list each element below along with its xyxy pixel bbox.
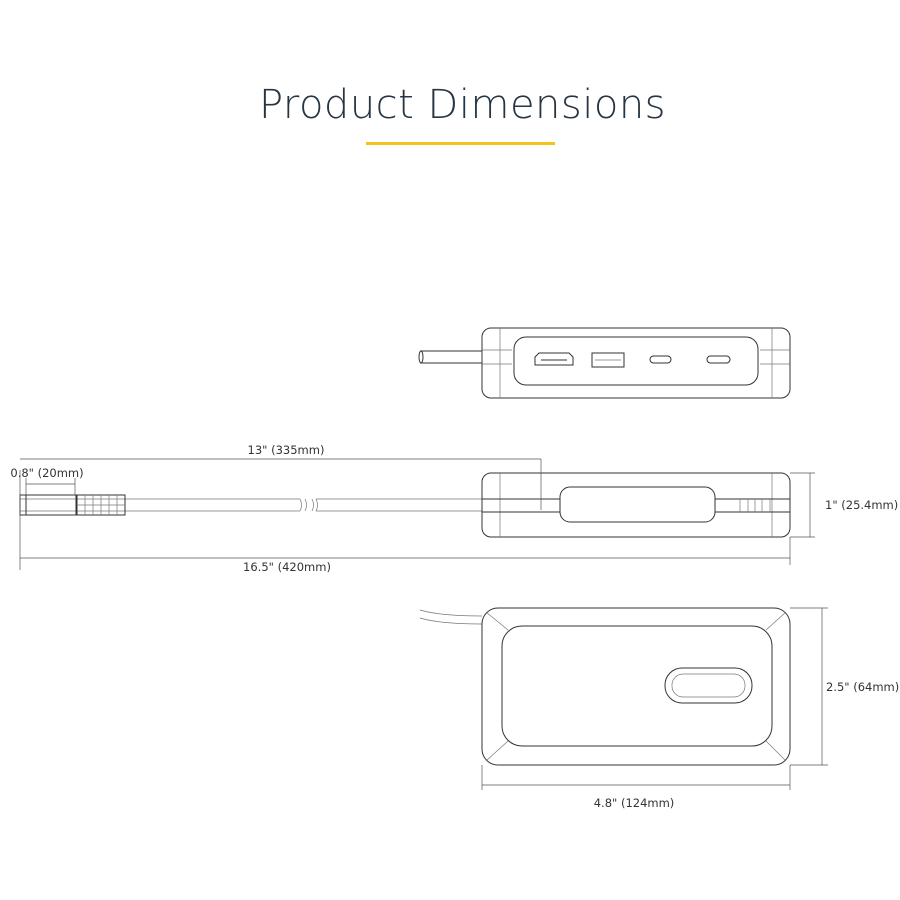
title-underline bbox=[366, 142, 555, 145]
usb-a-port-icon bbox=[591, 352, 625, 368]
port-panel bbox=[513, 336, 759, 386]
cable bbox=[20, 498, 482, 512]
dim-total-length: 16.5" (420mm) bbox=[243, 560, 331, 574]
dim-line-height bbox=[790, 472, 815, 538]
side-view: 13" (335mm) 0.8" (20mm) 16.5" (420mm) 1"… bbox=[10, 443, 898, 574]
dim-height: 1" (25.4mm) bbox=[825, 498, 898, 512]
dim-depth: 4.8" (124mm) bbox=[594, 796, 675, 810]
dim-line-depth bbox=[481, 765, 791, 790]
usb-c-plug bbox=[19, 494, 27, 516]
top-view: 2.5" (64mm) 4.8" (124mm) bbox=[419, 607, 899, 810]
hub-body bbox=[481, 327, 791, 399]
dim-line-total bbox=[19, 470, 791, 570]
dim-line-cable bbox=[20, 458, 542, 510]
hdmi-port-icon bbox=[534, 352, 574, 366]
dim-width: 2.5" (64mm) bbox=[826, 680, 899, 694]
center-pill bbox=[559, 486, 716, 523]
oval-slot bbox=[664, 667, 753, 704]
page-title: Product Dimensions bbox=[258, 82, 667, 128]
dim-line-connector bbox=[25, 478, 76, 495]
usb-c-port-icon bbox=[706, 355, 731, 364]
hub-body-top bbox=[481, 607, 791, 766]
dim-connector-length: 0.8" (20mm) bbox=[10, 466, 83, 480]
dim-line-width bbox=[790, 607, 828, 766]
hub-body-side bbox=[481, 472, 791, 538]
front-view bbox=[418, 327, 791, 399]
cable-stub bbox=[420, 350, 482, 364]
usb-c-port-icon bbox=[649, 355, 672, 364]
dim-cable-length: 13" (335mm) bbox=[248, 443, 325, 457]
